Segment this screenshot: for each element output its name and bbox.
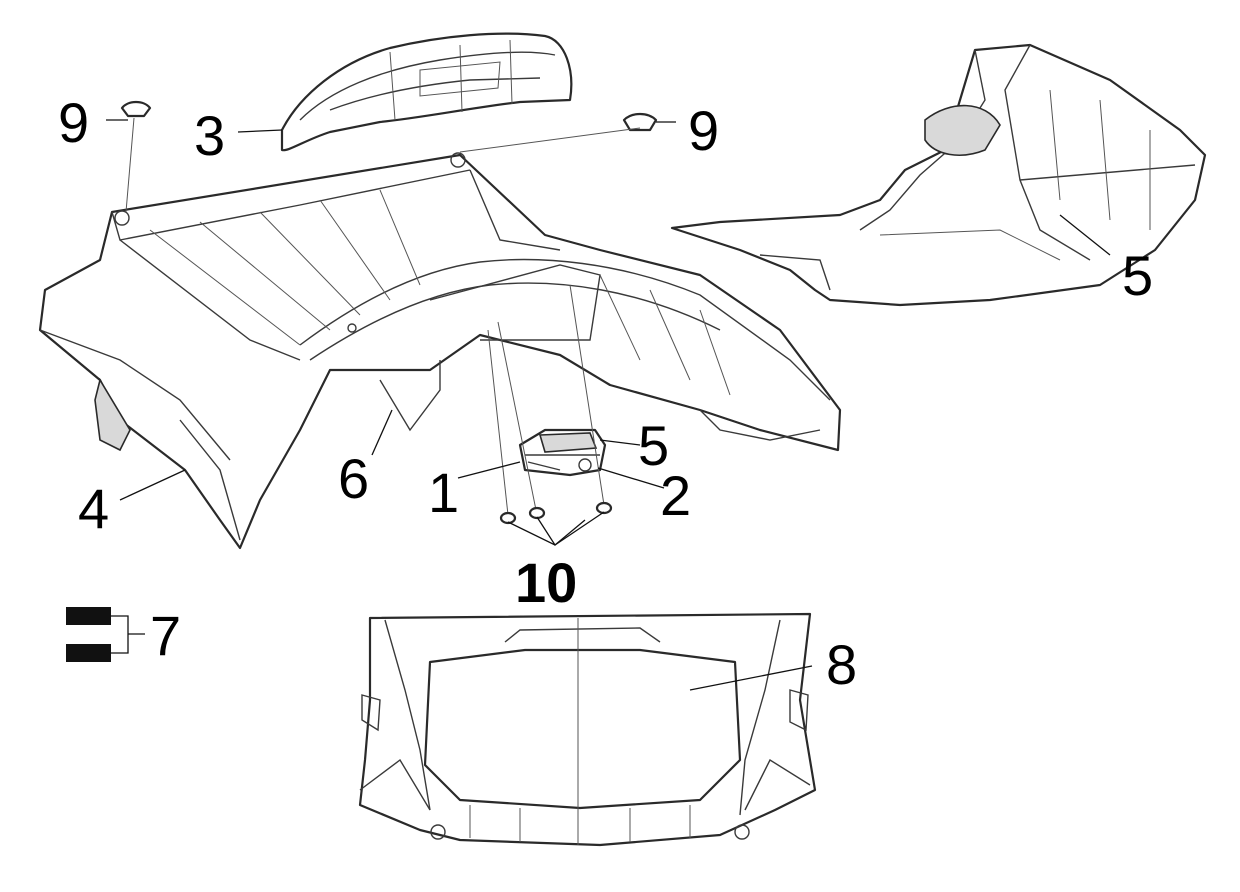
callout-6: 6 <box>338 447 369 510</box>
part-5-side-panel <box>670 43 1207 307</box>
part-main-front-shield <box>38 152 842 550</box>
callout-3: 3 <box>194 104 225 167</box>
part-7-pads <box>66 607 145 662</box>
callout-8: 8 <box>826 633 857 696</box>
callout-10: 10 <box>515 551 577 614</box>
callout-5-right: 5 <box>1122 244 1153 307</box>
part-1-2-switch-assembly <box>518 428 607 477</box>
part-8-inner-panel <box>358 612 817 847</box>
part-9-clips <box>120 100 658 213</box>
callout-5-center: 5 <box>638 414 669 477</box>
callout-7: 7 <box>150 604 181 667</box>
callout-labels: 9 3 9 5 5 6 1 2 4 10 7 8 <box>58 91 1153 696</box>
part-3-top-cover <box>280 32 573 152</box>
leader-lines <box>106 119 1111 691</box>
callout-2: 2 <box>660 464 691 527</box>
callout-9-left: 9 <box>58 91 89 154</box>
callout-9-right: 9 <box>688 99 719 162</box>
callout-1: 1 <box>428 461 459 524</box>
callout-4: 4 <box>78 477 109 540</box>
